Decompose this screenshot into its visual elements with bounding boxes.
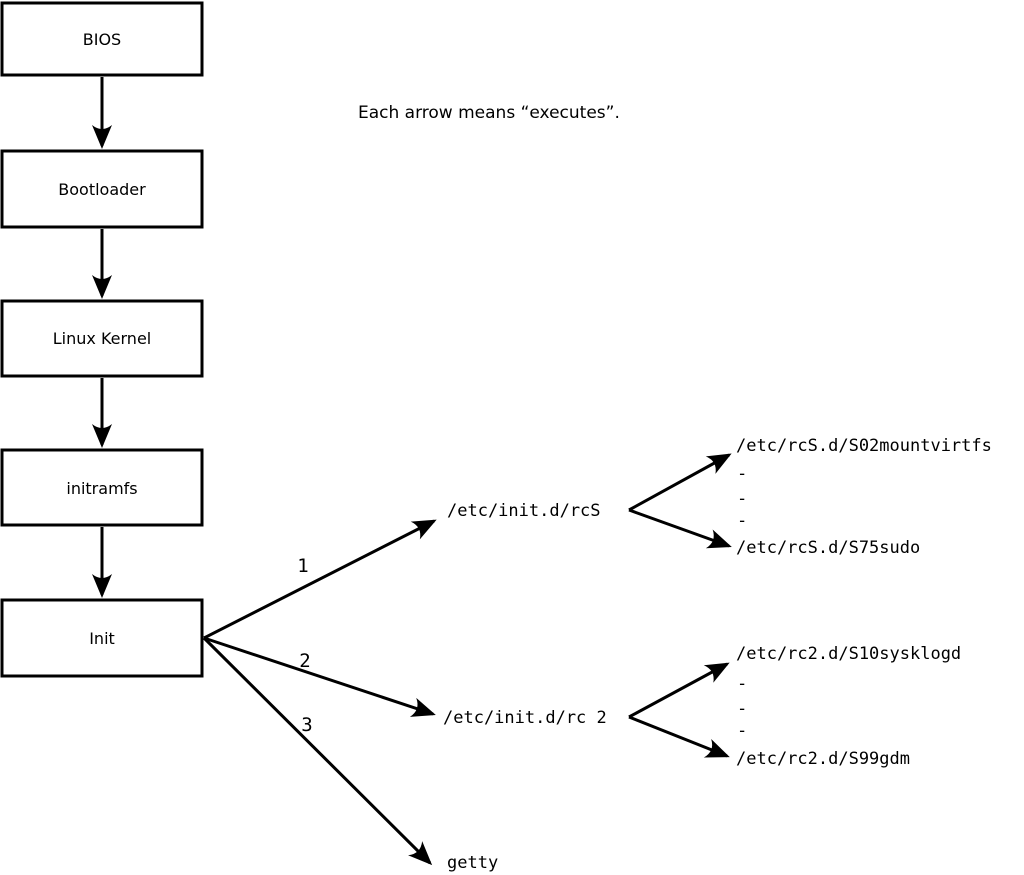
rcS-child-S02mountvirtfs: /etc/rcS.d/S02mountvirtfs — [736, 436, 992, 456]
linux-kernel-box-rect — [0, 299, 204, 378]
arrow-init-to-rcS — [203, 519, 437, 640]
linux-kernel-box-label: Linux Kernel — [53, 329, 151, 348]
target-rc2-script: /etc/init.d/rc 2 — [443, 708, 607, 728]
box-bootloader: Bootloader — [0, 149, 204, 229]
rc2-ellipsis-dash: - — [737, 699, 747, 719]
box-initramfs: initramfs — [0, 448, 204, 527]
bios-box-rect — [0, 1, 204, 77]
initramfs-box-label: initramfs — [66, 479, 137, 498]
init-box-label: Init — [89, 629, 115, 648]
annotation-text: Each arrow means “executes”. — [358, 103, 620, 123]
arrow-rc2-to-S10sysklogd — [628, 662, 730, 719]
rc2-child-S10sysklogd: /etc/rc2.d/S10sysklogd — [736, 644, 961, 664]
arrow-rc2-to-S99gdm — [628, 715, 730, 758]
box-linux-kernel: Linux Kernel — [0, 299, 204, 378]
rc2-ellipsis-dash: - — [737, 674, 747, 694]
box-init: Init — [0, 598, 204, 678]
target-getty: getty — [447, 853, 498, 873]
bootloader-box-label: Bootloader — [58, 180, 146, 199]
arrow-init-to-rc2 — [203, 636, 436, 717]
arrow-rcS-to-S75sudo — [628, 508, 732, 549]
arrow-init-to-getty — [202, 636, 433, 866]
fan-order-label-1: 1 — [297, 555, 308, 577]
init-box-rect — [0, 598, 204, 678]
target-rcS-script: /etc/init.d/rcS — [447, 501, 601, 521]
rcS-child-S75sudo: /etc/rcS.d/S75sudo — [736, 538, 920, 558]
arrow-rcS-to-S02mountvirtfs — [628, 453, 732, 512]
fan-order-label-2: 2 — [299, 650, 310, 672]
rc2-ellipsis-dash: - — [737, 721, 747, 741]
bios-box-label: BIOS — [83, 30, 121, 49]
initramfs-box-rect — [0, 448, 204, 527]
box-bios: BIOS — [0, 1, 204, 77]
rcS-ellipsis-dash: - — [737, 464, 747, 484]
bootloader-box-rect — [0, 149, 204, 229]
rcS-ellipsis-dash: - — [737, 489, 747, 509]
rc2-child-S99gdm: /etc/rc2.d/S99gdm — [736, 749, 910, 769]
rcS-ellipsis-dash: - — [737, 511, 747, 531]
fan-order-label-3: 3 — [301, 714, 312, 736]
